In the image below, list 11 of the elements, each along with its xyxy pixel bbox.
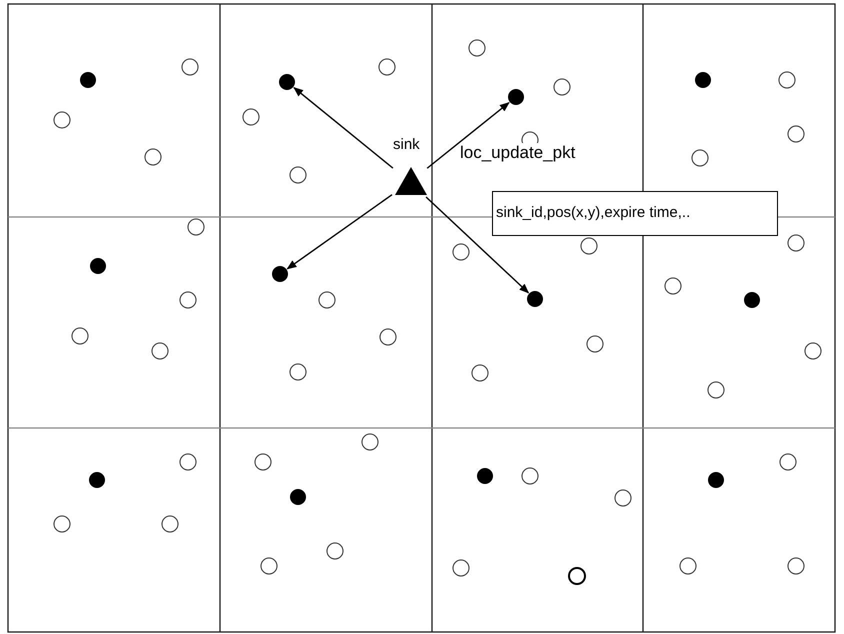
sensor-node-dot xyxy=(279,74,295,90)
packet-fields-box: sink_id,pos(x,y),expire time,.. xyxy=(492,191,778,236)
arrow xyxy=(426,102,510,169)
arrow xyxy=(426,196,530,294)
edge-label: loc_update_pkt xyxy=(460,143,576,163)
sensor-node-dot xyxy=(272,266,288,282)
arrow xyxy=(293,87,394,169)
sensor-node-dot xyxy=(527,291,543,307)
sink-label: sink xyxy=(393,136,420,153)
arrow xyxy=(286,194,392,270)
sensor-node-dot xyxy=(508,89,524,105)
